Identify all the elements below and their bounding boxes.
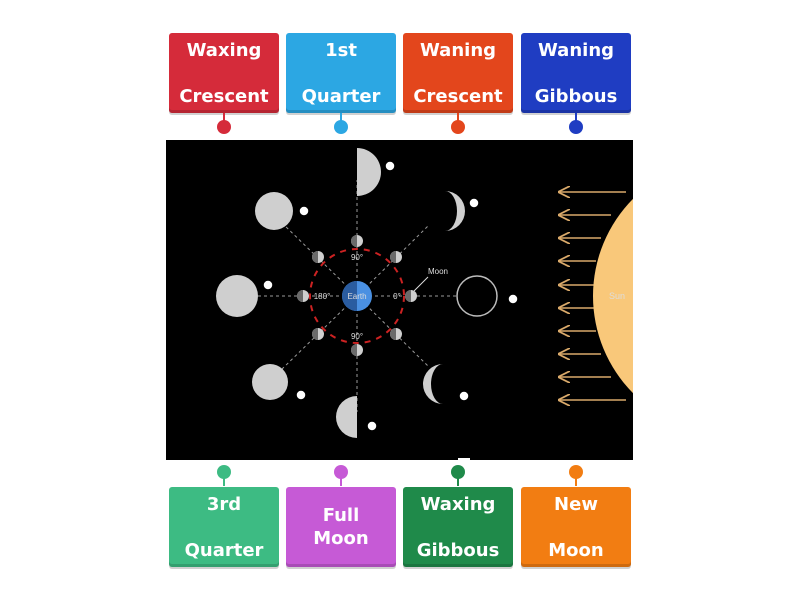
connector-pin-bottom-3 [457,476,459,486]
tile-label-line2: Crescent [413,85,503,107]
connector-knob-top-4[interactable] [569,120,583,134]
tile-label-line1: New [554,493,598,515]
angle-label-top: 90° [351,253,363,262]
tile-label-line1: Waxing [420,493,496,515]
tile-label-line2: Moon [548,539,604,561]
angle-label-bottom: 90° [351,332,363,341]
drop-marker-top-right [468,197,480,209]
sunlight-arrows [558,192,626,400]
tile-label-line2: Crescent [179,85,269,107]
tile-label-line1: Waning [419,39,497,61]
connector-knob-bottom-4[interactable] [569,465,583,479]
moon-phases-diagram: Earth 90° 90° 180° 0° Moon [166,140,800,460]
phase-moon-left [216,275,258,317]
moon-label: Moon [428,267,448,276]
tile-label-line2: Gibbous [534,85,618,107]
earth-label: Earth [347,292,366,301]
connector-knob-top-2[interactable] [334,120,348,134]
moon-phases-svg: Earth 90° 90° 180° 0° Moon [166,140,800,460]
diagram-bottom-strip [458,458,470,460]
outer-moons [216,148,498,438]
phase-moon-bottom-right [423,364,443,404]
orbit-moon-top-right [390,251,402,263]
connector-pin-top-4 [575,113,577,123]
connector-pin-top-3 [457,113,459,123]
orbit-ring [309,248,405,344]
tile-label-line1: Waning [537,39,615,61]
phase-moon-right [456,275,498,317]
phase-moon-bottom-left [252,364,288,400]
orbit-moons [297,235,417,356]
orbit-moon-bottom [351,344,363,356]
orbit-moon-top-left [312,251,324,263]
tile-label-line2: Quarter [301,85,381,107]
drop-marker-bottom-left [295,389,307,401]
connector-pin-bottom-1 [223,476,225,486]
orbit-moon-left [297,290,309,302]
tile-label-line2: Gibbous [416,539,500,561]
connector-pin-bottom-4 [575,476,577,486]
drop-markers [262,160,519,432]
connector-knob-top-3[interactable] [451,120,465,134]
connector-pin-bottom-2 [340,476,342,486]
orbit-moon-right [405,290,417,302]
tile-label-line1: 3rd [206,493,242,515]
drop-marker-top-left [298,205,310,217]
orbit-moon-bottom-left [312,328,324,340]
tile-label-line1: Waxing [186,39,262,61]
phase-moon-top [357,148,381,196]
drop-marker-right [507,293,519,305]
phase-moon-top-right [445,191,465,231]
phase-moon-bottom [336,396,357,438]
drop-marker-top [384,160,396,172]
connector-knob-bottom-1[interactable] [217,465,231,479]
angle-label-right: 0° [393,292,401,301]
drop-marker-bottom-right [458,390,470,402]
orbit-moon-top [351,235,363,247]
sun-label: Sun [609,291,625,301]
connector-knob-bottom-3[interactable] [451,465,465,479]
connector-pin-top-1 [223,113,225,123]
connector-knob-bottom-2[interactable] [334,465,348,479]
drop-marker-left [262,279,274,291]
tile-label-line1: Full Moon [313,505,369,549]
orbit-moon-bottom-right [390,328,402,340]
tile-label-line2: Quarter [184,539,264,561]
moon-label-leader [413,276,429,292]
earth-dark-side [342,281,357,311]
connector-pin-top-2 [340,113,342,123]
phase-moon-top-left [255,192,293,230]
connector-knob-top-1[interactable] [217,120,231,134]
tile-label-line1: 1st [325,39,357,61]
angle-label-left: 180° [314,292,331,301]
drop-marker-bottom [366,420,378,432]
label-tile-full-moon[interactable]: Full Moon [286,487,396,567]
